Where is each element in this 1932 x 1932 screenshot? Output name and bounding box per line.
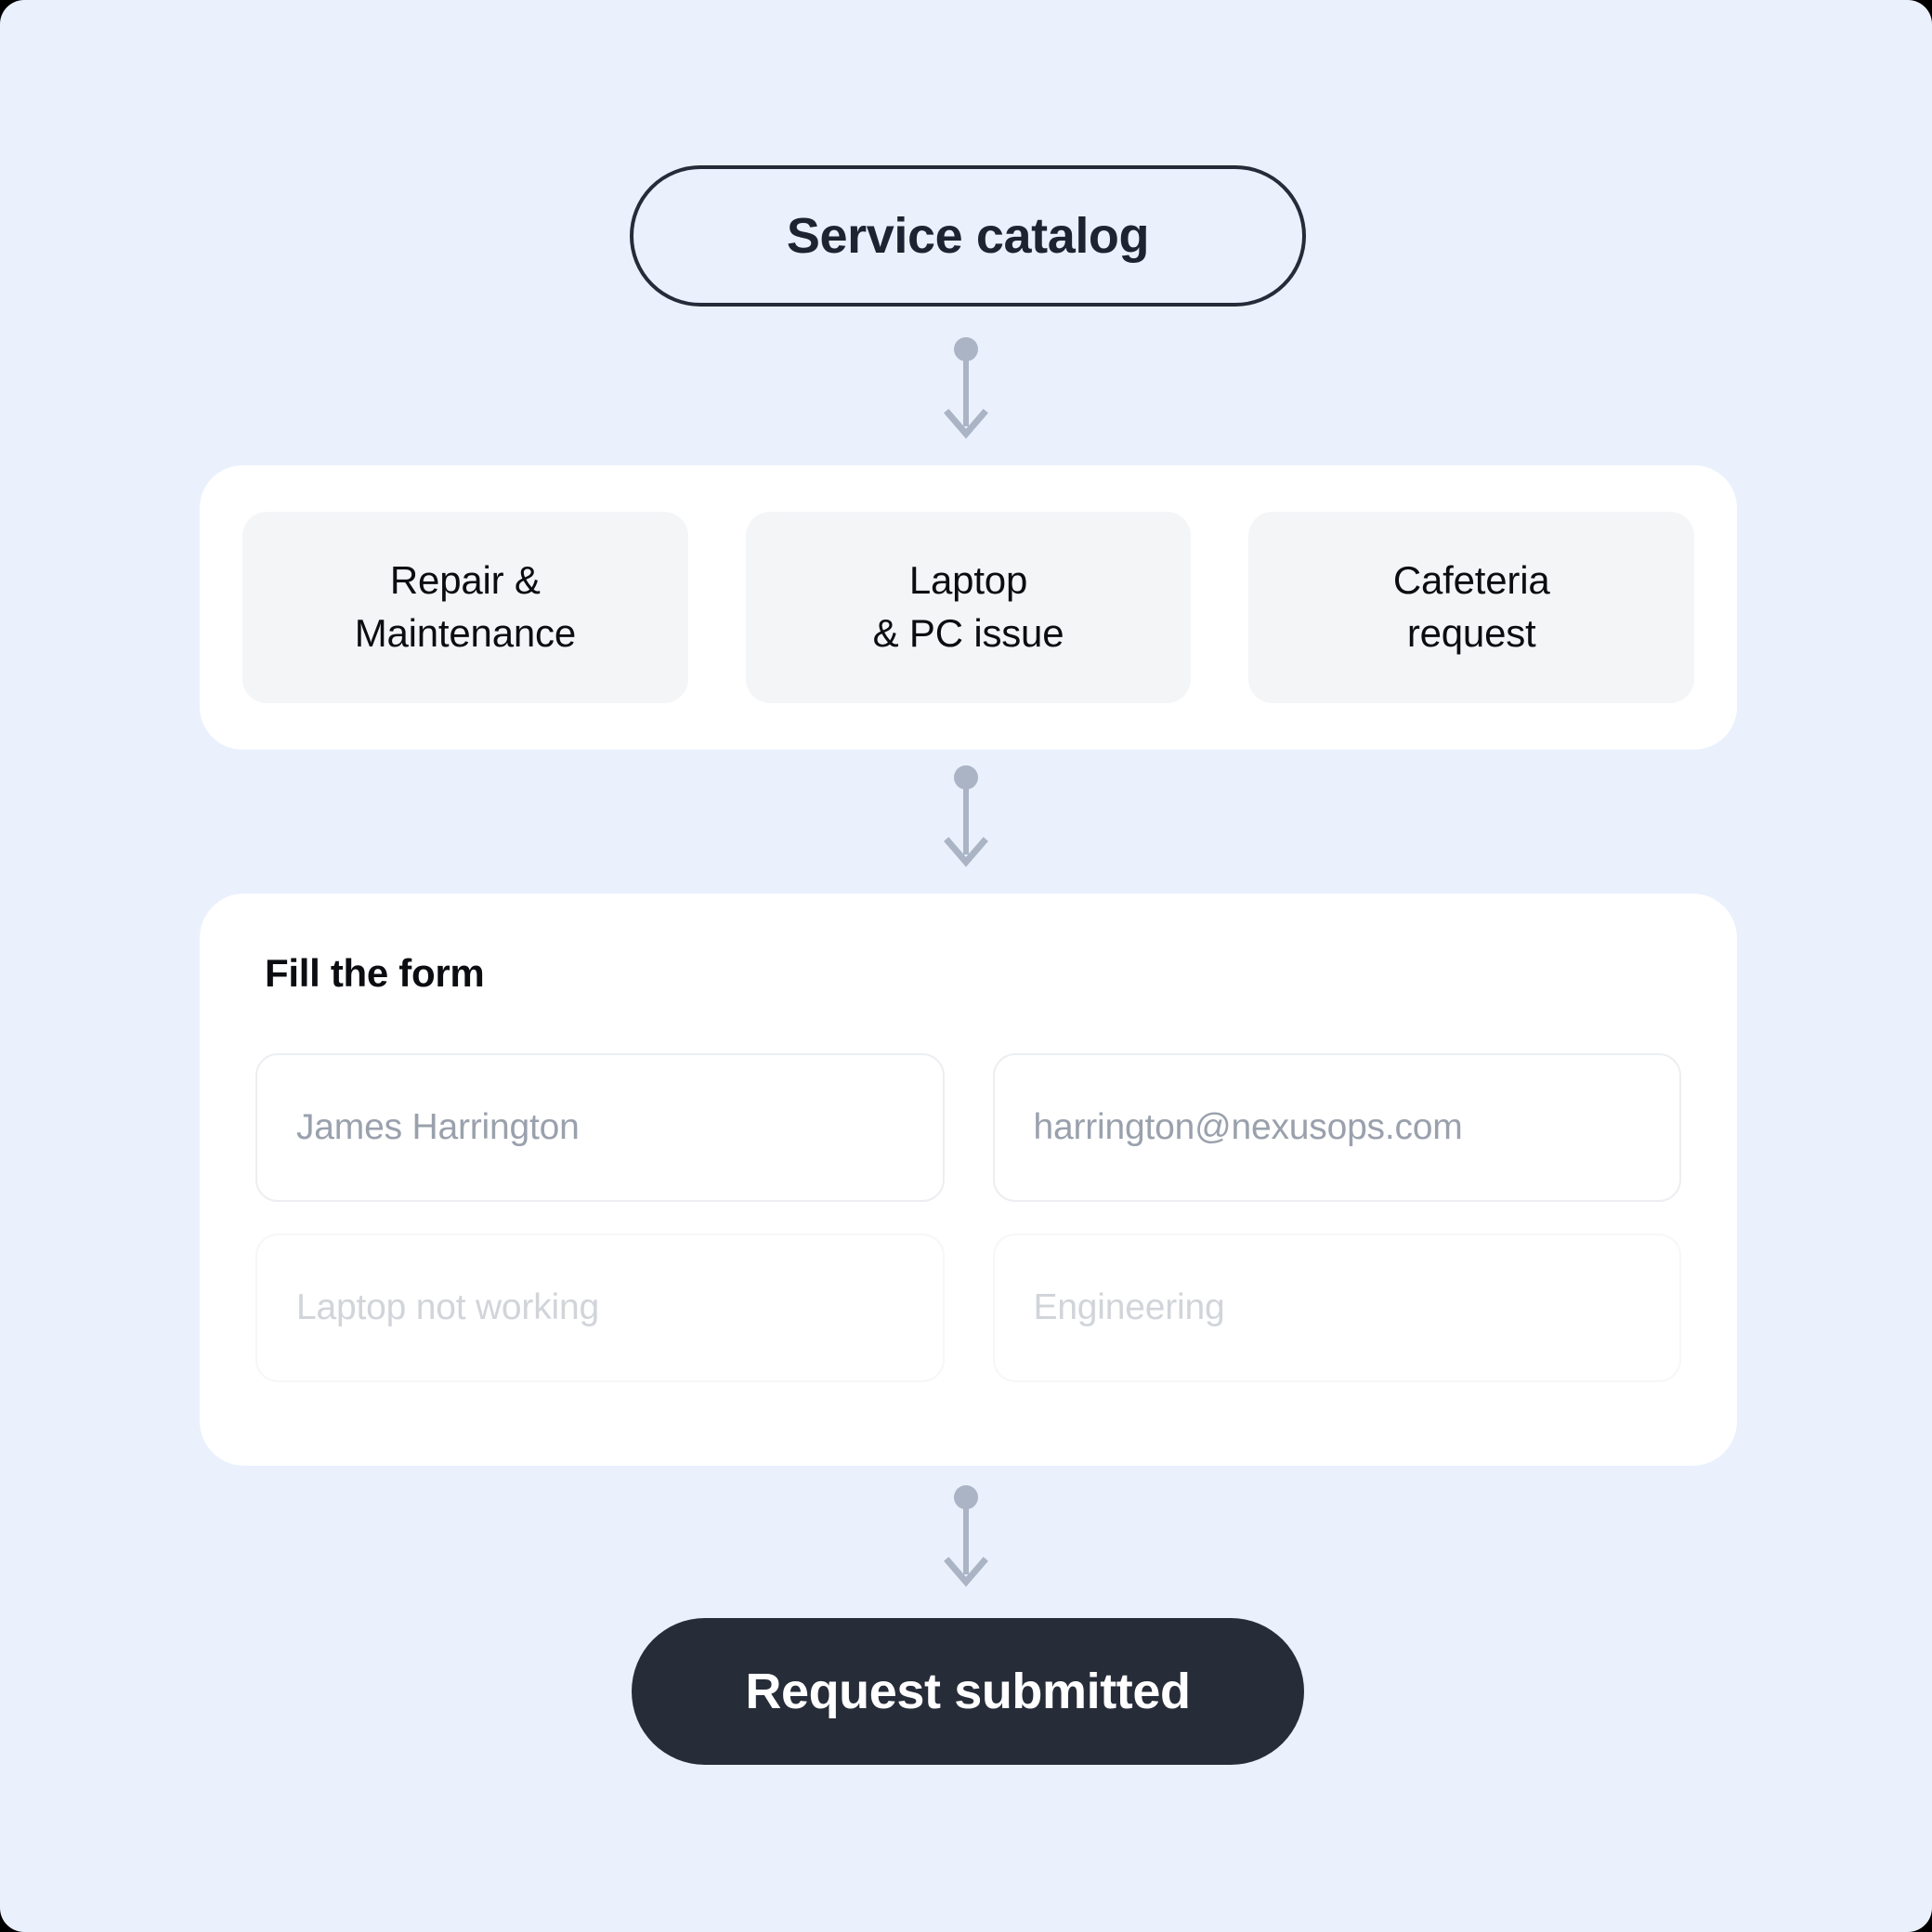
arrow-down-icon: [944, 337, 988, 439]
category-card-cafeteria-request[interactable]: Cafeteria request: [1248, 512, 1695, 703]
connector-categories-to-form: [0, 765, 1932, 869]
category-card-laptop-pc-issue[interactable]: Laptop & PC issue: [745, 512, 1192, 703]
form-field-requester-email[interactable]: harrington@nexusops.com: [992, 1053, 1681, 1202]
request-submitted-label: Request submitted: [745, 1664, 1191, 1719]
arrow-down-icon: [944, 765, 988, 868]
service-categories-panel: Repair & Maintenance Laptop & PC issue C…: [200, 465, 1737, 750]
form-field-value: Engineering: [1033, 1287, 1225, 1327]
form-fields-grid: James Harrington harrington@nexusops.com…: [255, 1053, 1681, 1382]
category-card-label: Repair & Maintenance: [354, 558, 576, 655]
connector-form-to-result: [0, 1485, 1932, 1589]
category-card-repair-maintenance[interactable]: Repair & Maintenance: [242, 512, 688, 703]
connector-catalog-to-categories: [0, 337, 1932, 441]
form-field-value: harrington@nexusops.com: [1033, 1107, 1463, 1147]
form-title: Fill the form: [265, 951, 485, 995]
category-card-label: Cafeteria request: [1392, 558, 1550, 655]
form-field-value: Laptop not working: [296, 1287, 599, 1327]
service-catalog-node[interactable]: Service catalog: [630, 165, 1306, 307]
arrow-down-icon: [944, 1485, 988, 1587]
category-card-label: Laptop & PC issue: [872, 558, 1064, 655]
service-catalog-label: Service catalog: [786, 208, 1150, 264]
request-submitted-node[interactable]: Request submitted: [632, 1618, 1304, 1765]
form-field-issue-summary[interactable]: Laptop not working: [255, 1234, 945, 1382]
form-field-requester-name[interactable]: James Harrington: [255, 1053, 945, 1202]
request-form-panel: Fill the form James Harrington harringto…: [200, 894, 1737, 1466]
form-field-department[interactable]: Engineering: [992, 1234, 1681, 1382]
form-field-value: James Harrington: [296, 1107, 580, 1147]
